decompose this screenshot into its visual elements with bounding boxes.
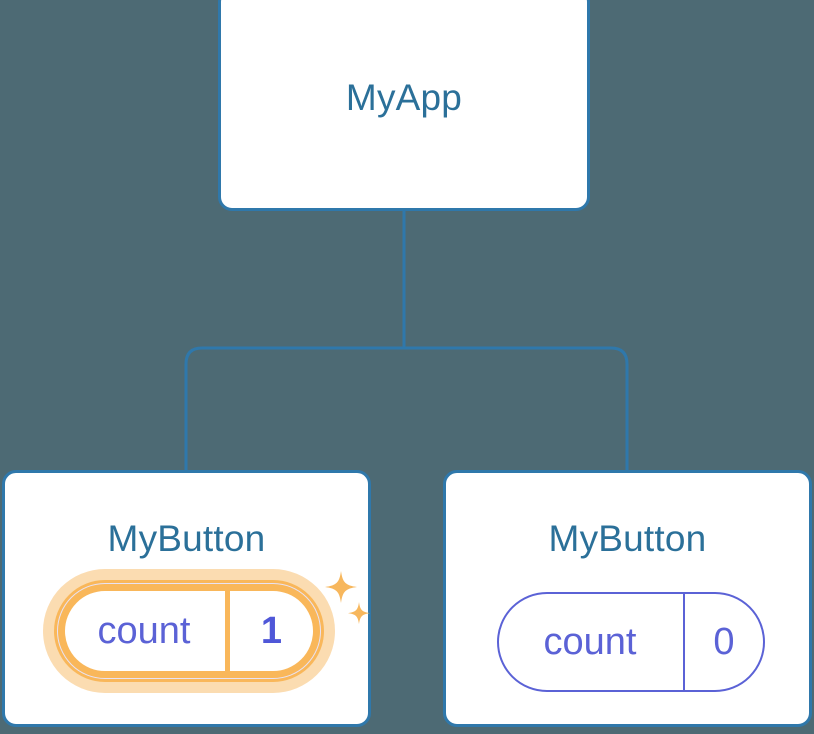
connector-branch-left <box>184 346 404 470</box>
component-card-child-0[interactable]: MyButton count 1 <box>2 470 371 727</box>
component-label-child-1: MyButton <box>548 518 707 559</box>
state-value-label: 0 <box>683 594 763 690</box>
component-card-root[interactable]: MyApp <box>218 0 590 211</box>
state-pill-highlighted[interactable]: count 1 <box>43 569 335 693</box>
state-pill-body[interactable]: count 0 <box>497 592 765 692</box>
state-value-label: 1 <box>225 591 313 671</box>
component-card-child-1[interactable]: MyButton count 0 <box>443 470 812 727</box>
state-pill-body[interactable]: count 1 <box>54 580 324 682</box>
state-key-label: count <box>543 621 637 663</box>
component-label-child-0: MyButton <box>107 518 266 559</box>
state-key-label: count <box>97 610 191 652</box>
connector-branch-right <box>404 346 629 470</box>
component-label-root: MyApp <box>345 77 463 118</box>
state-pill-plain[interactable]: count 0 <box>497 592 765 692</box>
sparkle-small-icon <box>348 602 370 625</box>
